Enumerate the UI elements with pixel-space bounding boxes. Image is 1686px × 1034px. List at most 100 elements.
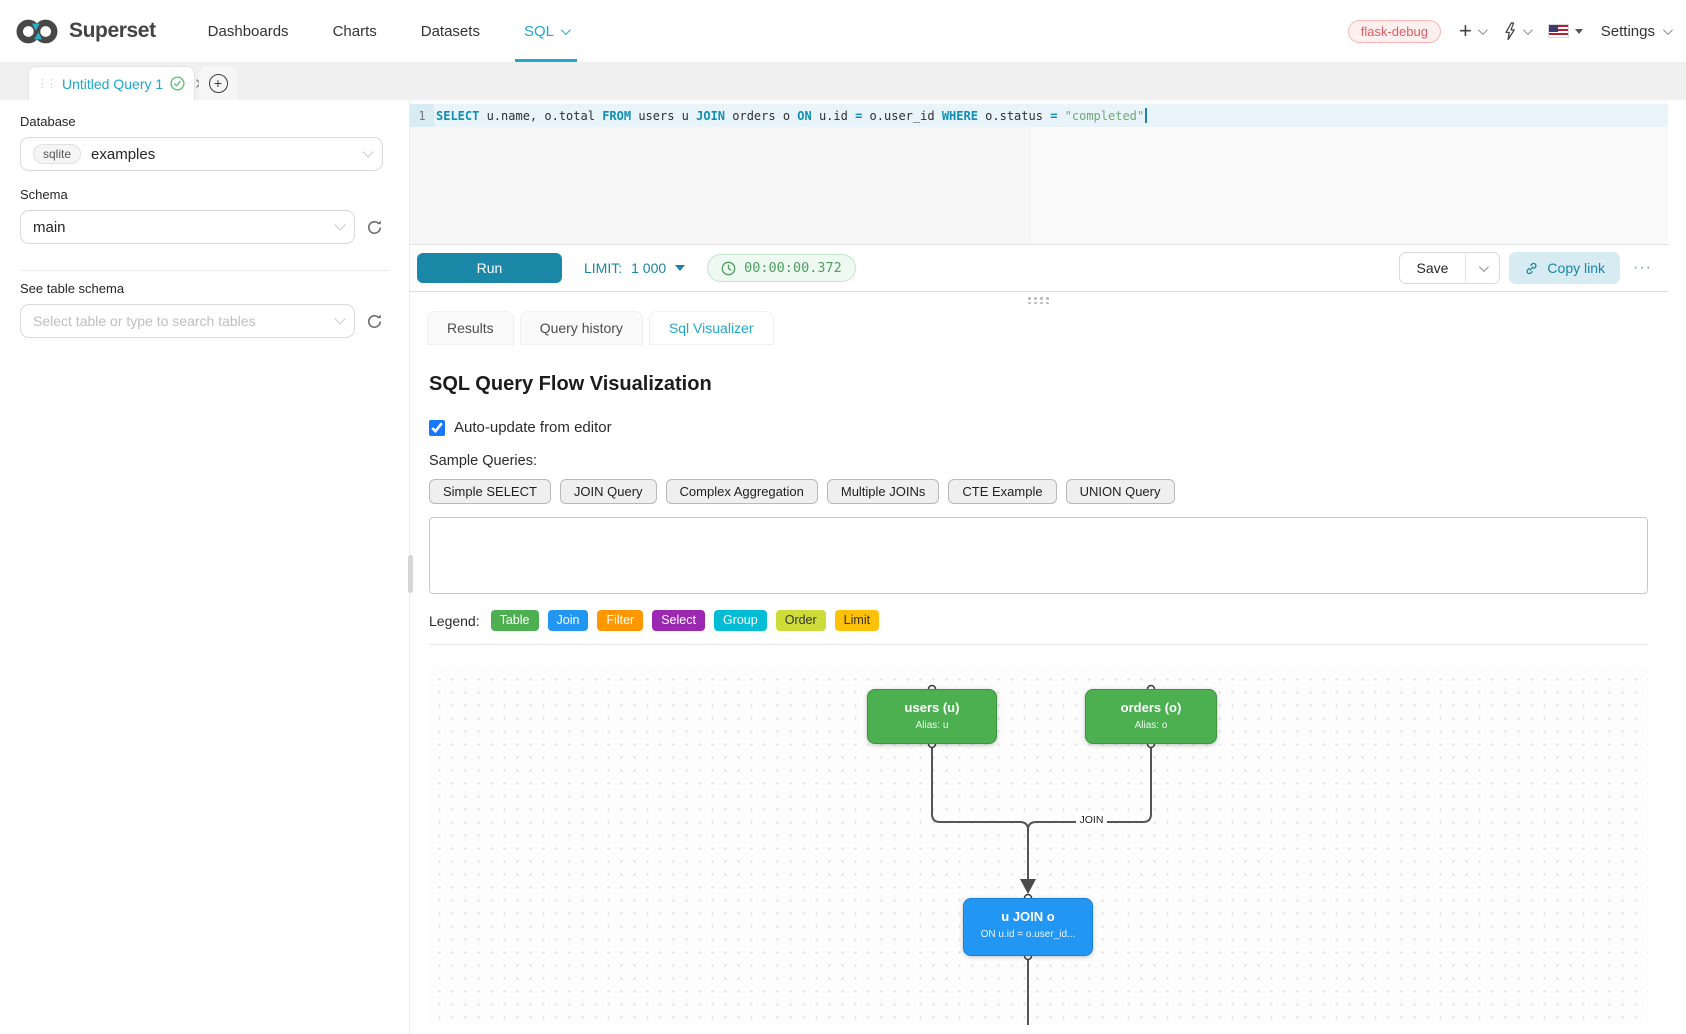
editor-code-line: SELECT u.name, o.total FROM users u JOIN… [436, 104, 1148, 127]
chevron-down-icon [362, 146, 374, 158]
tab-query-history[interactable]: Query history [519, 311, 643, 345]
new-item-button[interactable]: + [1458, 18, 1488, 43]
sample-query-button-cte-example[interactable]: CTE Example [948, 479, 1057, 504]
database-select-value: examples [91, 145, 156, 163]
run-button[interactable]: Run [417, 253, 562, 283]
sql-lab-shortcut-button[interactable] [1503, 21, 1533, 41]
legend-badge-order: Order [775, 610, 826, 631]
editor-line-number: 1 [410, 104, 434, 127]
chevron-down-icon [1662, 24, 1673, 35]
sample-query-button-simple-select[interactable]: Simple SELECT [429, 479, 551, 504]
edge-label-join: JOIN [1075, 813, 1108, 827]
save-options-caret[interactable] [1465, 253, 1499, 283]
query-tab-title: Untitled Query 1 [62, 75, 164, 92]
table-select-placeholder: Select table or type to search tables [33, 313, 256, 329]
sample-query-button-union-query[interactable]: UNION Query [1065, 479, 1175, 504]
sql-editor[interactable]: 1 SELECT u.name, o.total FROM users u JO… [410, 100, 1668, 244]
settings-label: Settings [1600, 22, 1655, 40]
legend-label: Legend: [429, 612, 480, 629]
language-picker[interactable] [1547, 24, 1583, 38]
nav-item-label: SQL [523, 22, 554, 40]
nav-item-sql[interactable]: SQL [514, 0, 577, 62]
sidebar-divider [20, 270, 389, 271]
flow-node-users[interactable]: users (u)Alias: u [867, 689, 997, 744]
limit-label: LIMIT: [584, 260, 623, 276]
settings-menu[interactable]: Settings [1600, 22, 1673, 40]
legend-badge-select: Select [652, 610, 705, 631]
nav-item-charts[interactable]: Charts [324, 0, 386, 62]
flow-edges [927, 684, 1156, 1025]
schema-select[interactable]: main [20, 210, 355, 244]
drag-handle-icon[interactable]: ⋮⋮ [37, 78, 57, 90]
chevron-down-icon [560, 24, 571, 35]
query-tabstrip: ⋮⋮ Untitled Query 1 ✕ + [0, 62, 1686, 100]
save-split-button: Save [1398, 252, 1501, 284]
sample-query-buttons: Simple SELECT JOIN Query Complex Aggregati… [429, 479, 1648, 504]
legend-badge-table: Table [490, 610, 539, 631]
environment-badge: flask-debug [1347, 19, 1441, 43]
chevron-down-icon [334, 313, 346, 325]
more-options-button[interactable]: ··· [1633, 259, 1652, 276]
save-button[interactable]: Save [1399, 253, 1466, 283]
caret-down-icon [675, 265, 686, 271]
add-query-tab-button[interactable]: + [199, 66, 237, 100]
flow-canvas[interactable]: users (u)Alias: u orders (o)Alias: o u JOI… [429, 667, 1648, 1025]
nav-item-datasets[interactable]: Datasets [412, 0, 489, 62]
node-subtitle: Alias: o [1134, 720, 1168, 731]
navbar: Superset Dashboards Charts Datasets SQL fla… [0, 0, 1686, 62]
limit-dropdown[interactable]: LIMIT: 1 000 [584, 260, 686, 276]
tab-sql-visualizer[interactable]: Sql Visualizer [648, 311, 774, 345]
navbar-right: flask-debug + Settings [1347, 18, 1673, 43]
check-circle-icon [170, 76, 185, 91]
node-title: u JOIN o [1001, 909, 1055, 924]
pane-resize-handle[interactable] [408, 555, 413, 593]
editor-toolbar: Run LIMIT: 1 000 00:00:00.372 Save [410, 244, 1668, 292]
tab-results[interactable]: Results [427, 311, 514, 345]
table-select[interactable]: Select table or type to search tables [20, 304, 355, 338]
plus-icon: + [1458, 18, 1472, 43]
refresh-schemas-button[interactable] [366, 219, 383, 236]
table-schema-label: See table schema [20, 281, 125, 296]
chevron-down-icon [1477, 24, 1488, 35]
sample-query-button-join-query[interactable]: JOIN Query [559, 479, 657, 504]
timer-value: 00:00:00.372 [744, 260, 842, 276]
sidebar: Database sqlite examples Schema main See… [0, 100, 413, 1034]
link-icon [1524, 261, 1539, 276]
flow-node-join1[interactable]: u JOIN o ON u.id = o.user_id... [963, 898, 1093, 956]
refresh-tables-button[interactable] [366, 313, 383, 330]
query-timer: 00:00:00.372 [707, 254, 856, 282]
nav-item-label: Charts [332, 22, 377, 40]
legend-badge-group: Group [713, 610, 767, 631]
node-subtitle: ON u.id = o.user_id... [980, 929, 1076, 940]
sample-query-button-multiple-joins[interactable]: Multiple JOINs [826, 479, 940, 504]
auto-update-checkbox[interactable] [429, 419, 445, 436]
main-pane: 1 SELECT u.name, o.total FROM users u JO… [410, 100, 1668, 1034]
visualizer-sql-input[interactable] [429, 517, 1648, 594]
auto-update-label: Auto-update from editor [454, 419, 612, 436]
copy-link-button[interactable]: Copy link [1509, 252, 1621, 284]
sample-query-button-complex-aggregation[interactable]: Complex Aggregation [665, 479, 818, 504]
chevron-down-icon [1479, 261, 1490, 272]
pane-drag-handle[interactable] [1028, 297, 1050, 304]
legend-badge-join: Join [547, 610, 589, 631]
nav-item-label: Dashboards [207, 22, 289, 40]
database-select[interactable]: sqlite examples [20, 137, 383, 171]
logo-wordmark: Superset [69, 19, 156, 42]
clock-icon [721, 261, 736, 276]
node-subtitle: Alias: u [915, 720, 949, 731]
lightning-icon [1503, 21, 1517, 41]
legend-badge-limit: Limit [834, 610, 880, 631]
flow-node-orders[interactable]: orders (o)Alias: o [1085, 689, 1217, 744]
chevron-down-icon [1522, 24, 1533, 35]
copy-link-label: Copy link [1547, 260, 1606, 276]
schema-select-value: main [33, 218, 66, 236]
nav-item-dashboards[interactable]: Dashboards [199, 0, 298, 62]
superset-logo[interactable]: Superset [14, 17, 156, 46]
editor-active-line [410, 104, 1668, 127]
query-tab-active[interactable]: ⋮⋮ Untitled Query 1 ✕ [28, 66, 207, 100]
sql-visualizer-panel: SQL Query Flow Visualization Auto-update… [410, 345, 1668, 1025]
database-engine-badge: sqlite [33, 144, 82, 164]
schema-label: Schema [20, 187, 68, 202]
